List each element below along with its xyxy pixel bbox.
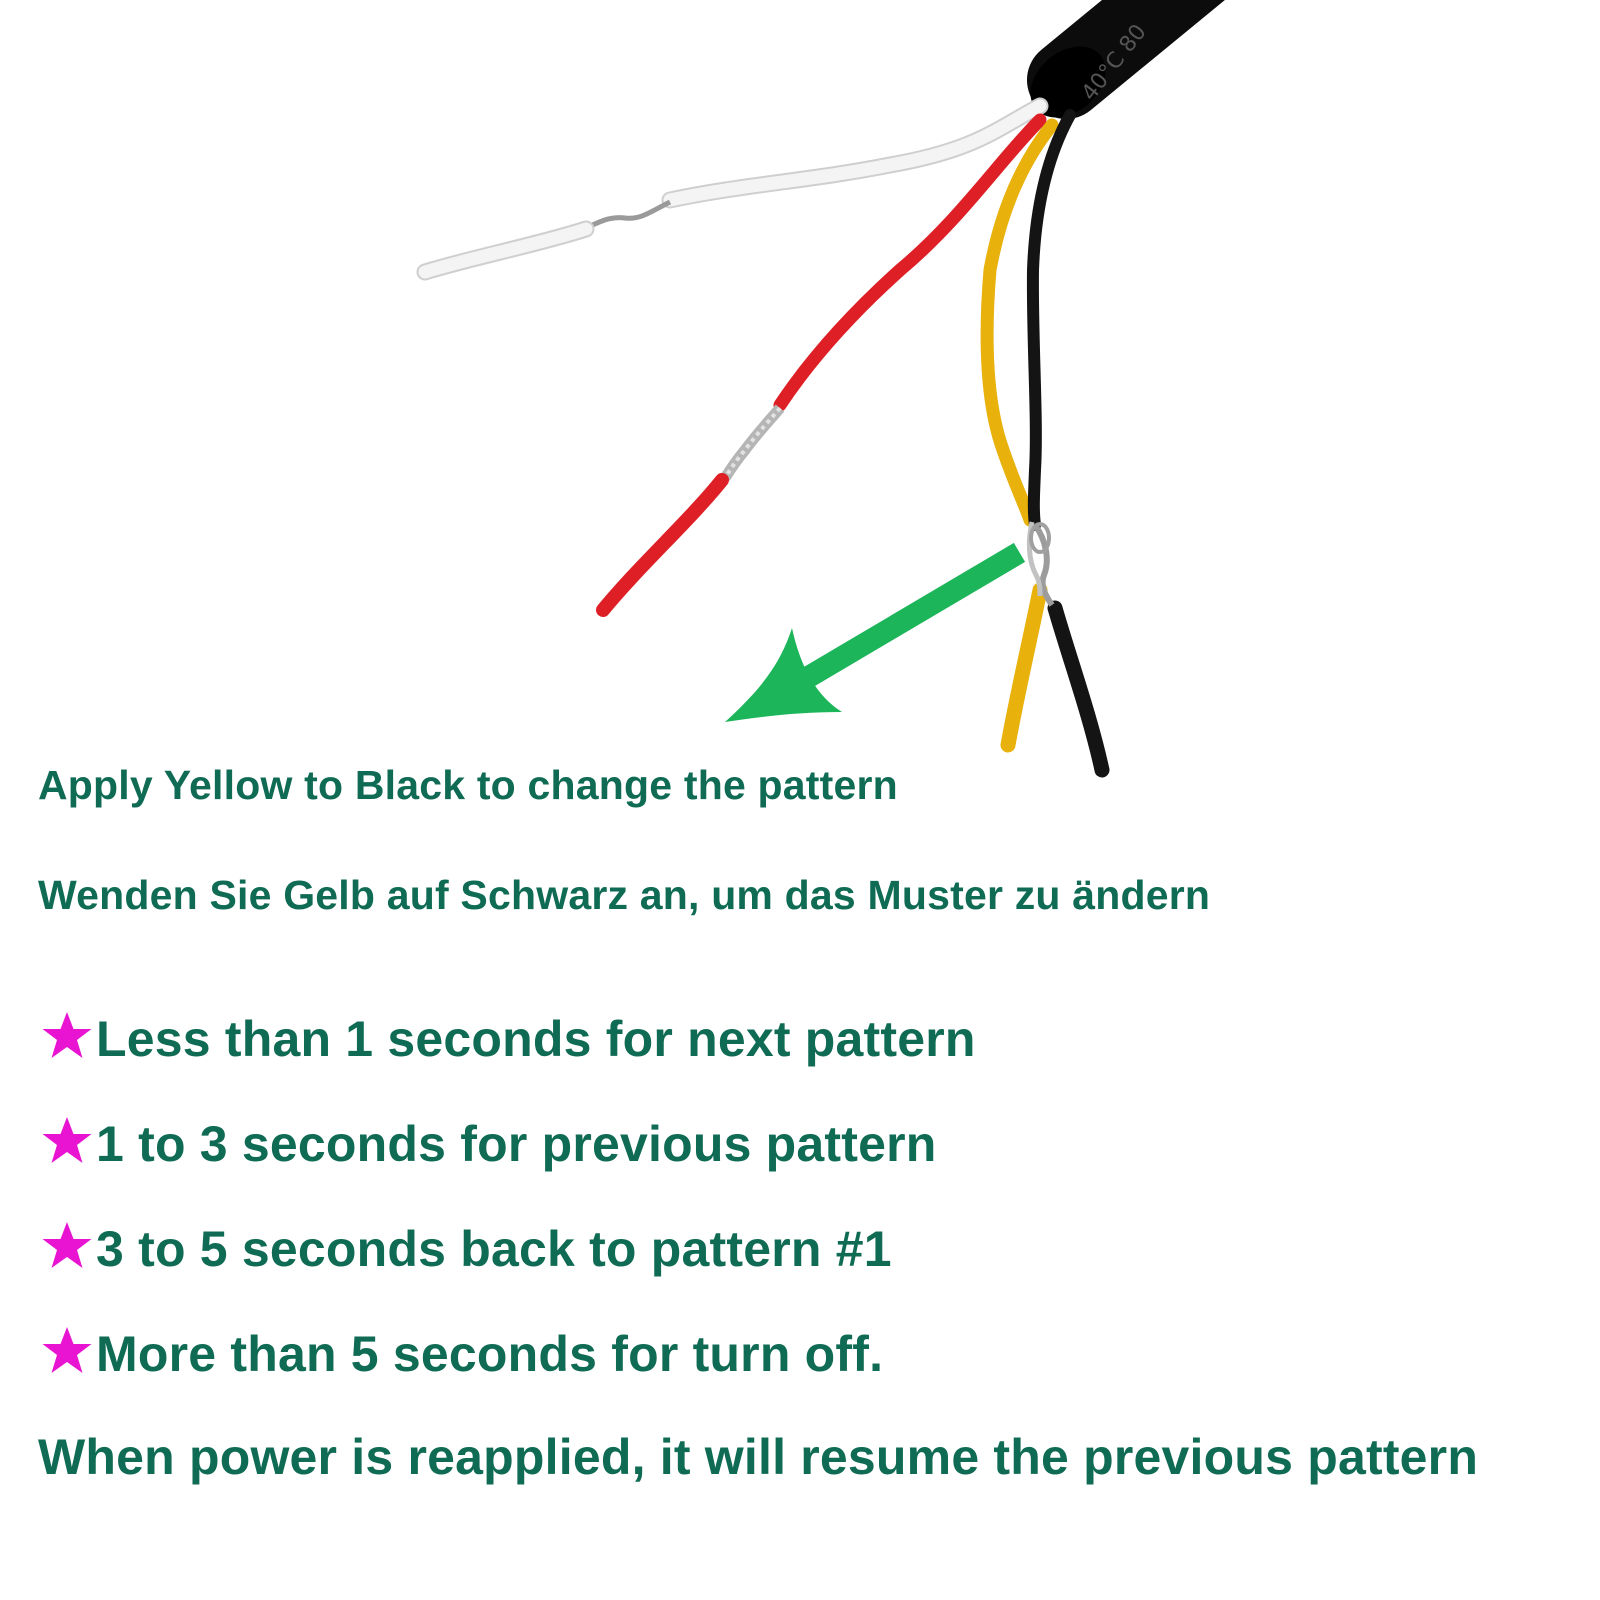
star-icon <box>42 1327 92 1373</box>
white-wire <box>416 97 1049 281</box>
star-icon <box>42 1117 92 1163</box>
black-wire <box>1026 109 1110 778</box>
rule-text: 1 to 3 seconds for previous pattern <box>96 1116 937 1172</box>
star-icon <box>42 1012 92 1058</box>
twisted-joint <box>1026 521 1055 607</box>
rule-item: 3 to 5 seconds back to pattern #1 <box>38 1220 892 1278</box>
rule-text: 3 to 5 seconds back to pattern #1 <box>96 1221 892 1277</box>
wire-figure: 40°C 80 <box>416 0 1225 778</box>
rule-item: 1 to 3 seconds for previous pattern <box>38 1115 937 1173</box>
arrow-down-left-icon <box>725 542 1026 722</box>
rule-item: Less than 1 seconds for next pattern <box>38 1010 976 1068</box>
instruction-german: Wenden Sie Gelb auf Schwarz an, um das M… <box>38 872 1211 918</box>
red-wire <box>596 113 1047 617</box>
instruction-english: Apply Yellow to Black to change the patt… <box>38 762 898 808</box>
rule-text: More than 5 seconds for turn off. <box>96 1326 884 1382</box>
yellow-wire <box>980 118 1059 753</box>
star-icon <box>42 1222 92 1268</box>
rule-item: More than 5 seconds for turn off. <box>38 1325 883 1383</box>
footer-note: When power is reapplied, it will resume … <box>38 1429 1479 1485</box>
rule-text: Less than 1 seconds for next pattern <box>96 1011 976 1067</box>
